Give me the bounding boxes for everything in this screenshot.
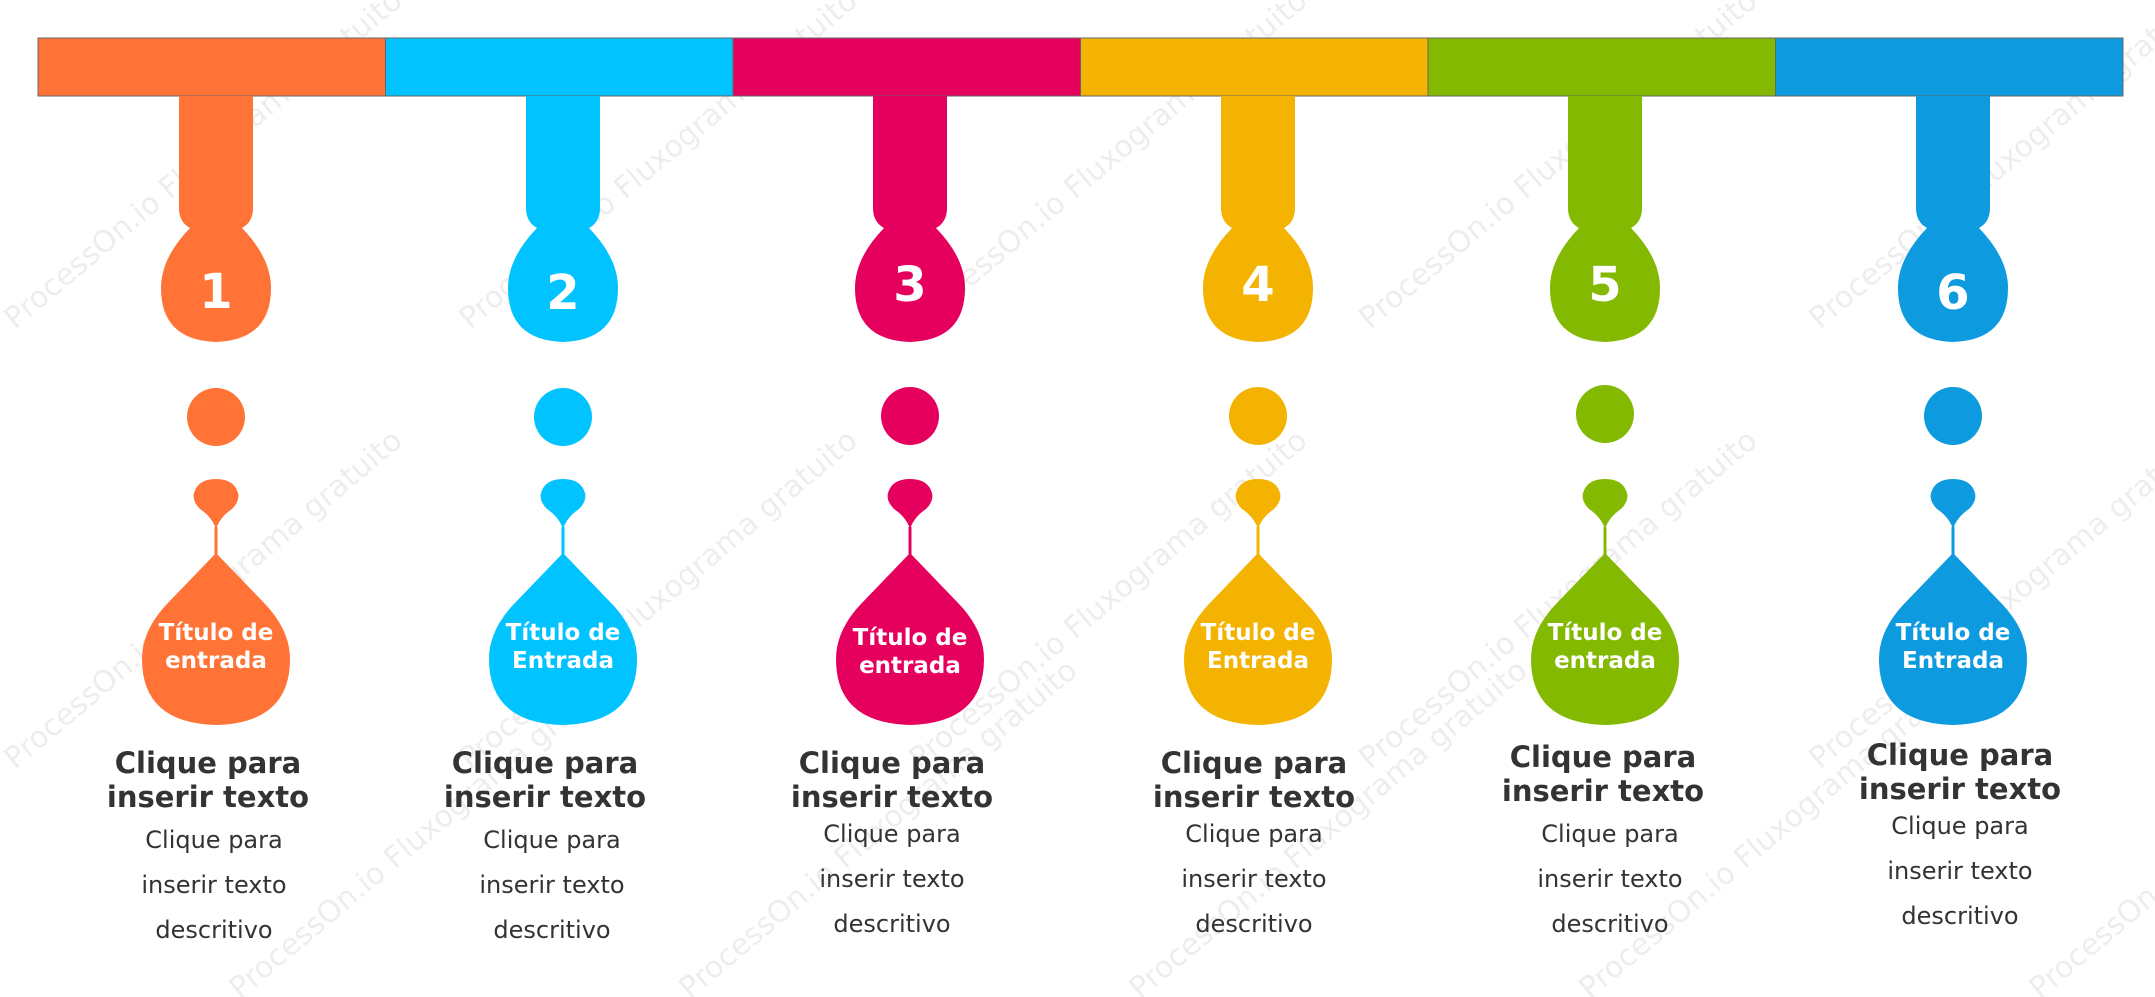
- step-title-line: Clique para: [1510, 740, 1697, 774]
- step-number: 1: [199, 264, 232, 320]
- step-title-line: inserir texto: [444, 780, 646, 814]
- floating-dot: [187, 388, 245, 446]
- watermark-text: ProcessOn.io Fluxograma gratuito: [1353, 423, 1765, 776]
- floating-dot: [1576, 385, 1634, 443]
- drop-title-line: Entrada: [512, 648, 614, 674]
- title-drop: [1879, 553, 2027, 725]
- step-number: 2: [546, 265, 579, 321]
- drop-title-line: Título de: [1896, 620, 2011, 646]
- floating-dot: [1924, 387, 1982, 445]
- step-number: 4: [1241, 257, 1274, 313]
- small-drop: [193, 479, 239, 529]
- step-description-line: descritivo: [493, 916, 610, 944]
- step-description-line: inserir texto: [1537, 865, 1682, 893]
- drop-title-line: Entrada: [1207, 648, 1309, 674]
- drop-title-line: Título de: [1201, 620, 1316, 646]
- watermark-text: ProcessOn.io Fluxograma gratuito: [453, 423, 865, 776]
- numbered-drop-1: [161, 96, 271, 342]
- bar-segment-6: [1775, 37, 2124, 97]
- step-title-line: Clique para: [799, 746, 986, 780]
- step-title-line: inserir texto: [1153, 780, 1355, 814]
- drop-title-line: Entrada: [1902, 648, 2004, 674]
- step-description-line: Clique para: [145, 826, 282, 854]
- step-title-line: inserir texto: [107, 780, 309, 814]
- step-title-line: Clique para: [115, 746, 302, 780]
- floating-dot: [1229, 387, 1287, 445]
- step-description-line: descritivo: [1195, 910, 1312, 938]
- title-drop: [1531, 553, 1679, 725]
- drop-title-line: Título de: [1548, 620, 1663, 646]
- step-number: 5: [1588, 257, 1621, 313]
- small-drop: [887, 479, 933, 529]
- step-title-line: Clique para: [452, 746, 639, 780]
- step-description-line: Clique para: [1185, 820, 1322, 848]
- top-color-bar: [37, 37, 2124, 97]
- floating-dot: [534, 388, 592, 446]
- small-drop: [1582, 479, 1628, 529]
- drop-title-line: entrada: [859, 653, 961, 679]
- step-number: 6: [1936, 265, 1969, 321]
- title-drop: [142, 553, 290, 725]
- numbered-drop-4: [1203, 96, 1313, 342]
- step-description-line: descritivo: [1901, 902, 2018, 930]
- numbered-drop-3: [855, 96, 965, 342]
- drop-title-line: entrada: [165, 648, 267, 674]
- bar-segment-3: [732, 37, 1081, 97]
- step-title-line: Clique para: [1161, 746, 1348, 780]
- drop-title-line: Título de: [853, 625, 968, 651]
- numbered-drop-2: [508, 96, 618, 342]
- step-description-line: descritivo: [155, 916, 272, 944]
- small-drop: [540, 479, 586, 529]
- bar-segment-2: [385, 37, 734, 97]
- step-description-line: descritivo: [833, 910, 950, 938]
- bar-segment-4: [1080, 37, 1429, 97]
- step-description-line: Clique para: [1541, 820, 1678, 848]
- watermark-text: ProcessOn.io Fluxograma gratuito: [2023, 653, 2155, 997]
- bar-segment-5: [1427, 37, 1776, 97]
- title-drop: [489, 553, 637, 725]
- title-drop: [836, 553, 984, 725]
- step-description-line: inserir texto: [1181, 865, 1326, 893]
- small-drop: [1235, 479, 1281, 529]
- step-description-line: inserir texto: [141, 871, 286, 899]
- step-description-line: inserir texto: [479, 871, 624, 899]
- drop-title-line: entrada: [1554, 648, 1656, 674]
- bar-segment-1: [37, 37, 386, 97]
- step-description-line: Clique para: [823, 820, 960, 848]
- step-description-line: inserir texto: [819, 865, 964, 893]
- small-drop: [1930, 479, 1976, 529]
- step-title-line: inserir texto: [1859, 772, 2061, 806]
- step-title-line: Clique para: [1867, 738, 2054, 772]
- step-description-line: inserir texto: [1887, 857, 2032, 885]
- step-number: 3: [893, 257, 926, 313]
- step-description-line: descritivo: [1551, 910, 1668, 938]
- drop-title-line: Título de: [159, 620, 274, 646]
- numbered-drop-6: [1898, 96, 2008, 342]
- step-description-line: Clique para: [483, 826, 620, 854]
- floating-dot: [881, 387, 939, 445]
- step-description-line: Clique para: [1891, 812, 2028, 840]
- step-title-line: inserir texto: [1502, 774, 1704, 808]
- drop-title-line: Título de: [506, 620, 621, 646]
- title-drop: [1184, 553, 1332, 725]
- step-title-line: inserir texto: [791, 780, 993, 814]
- numbered-drop-5: [1550, 96, 1660, 342]
